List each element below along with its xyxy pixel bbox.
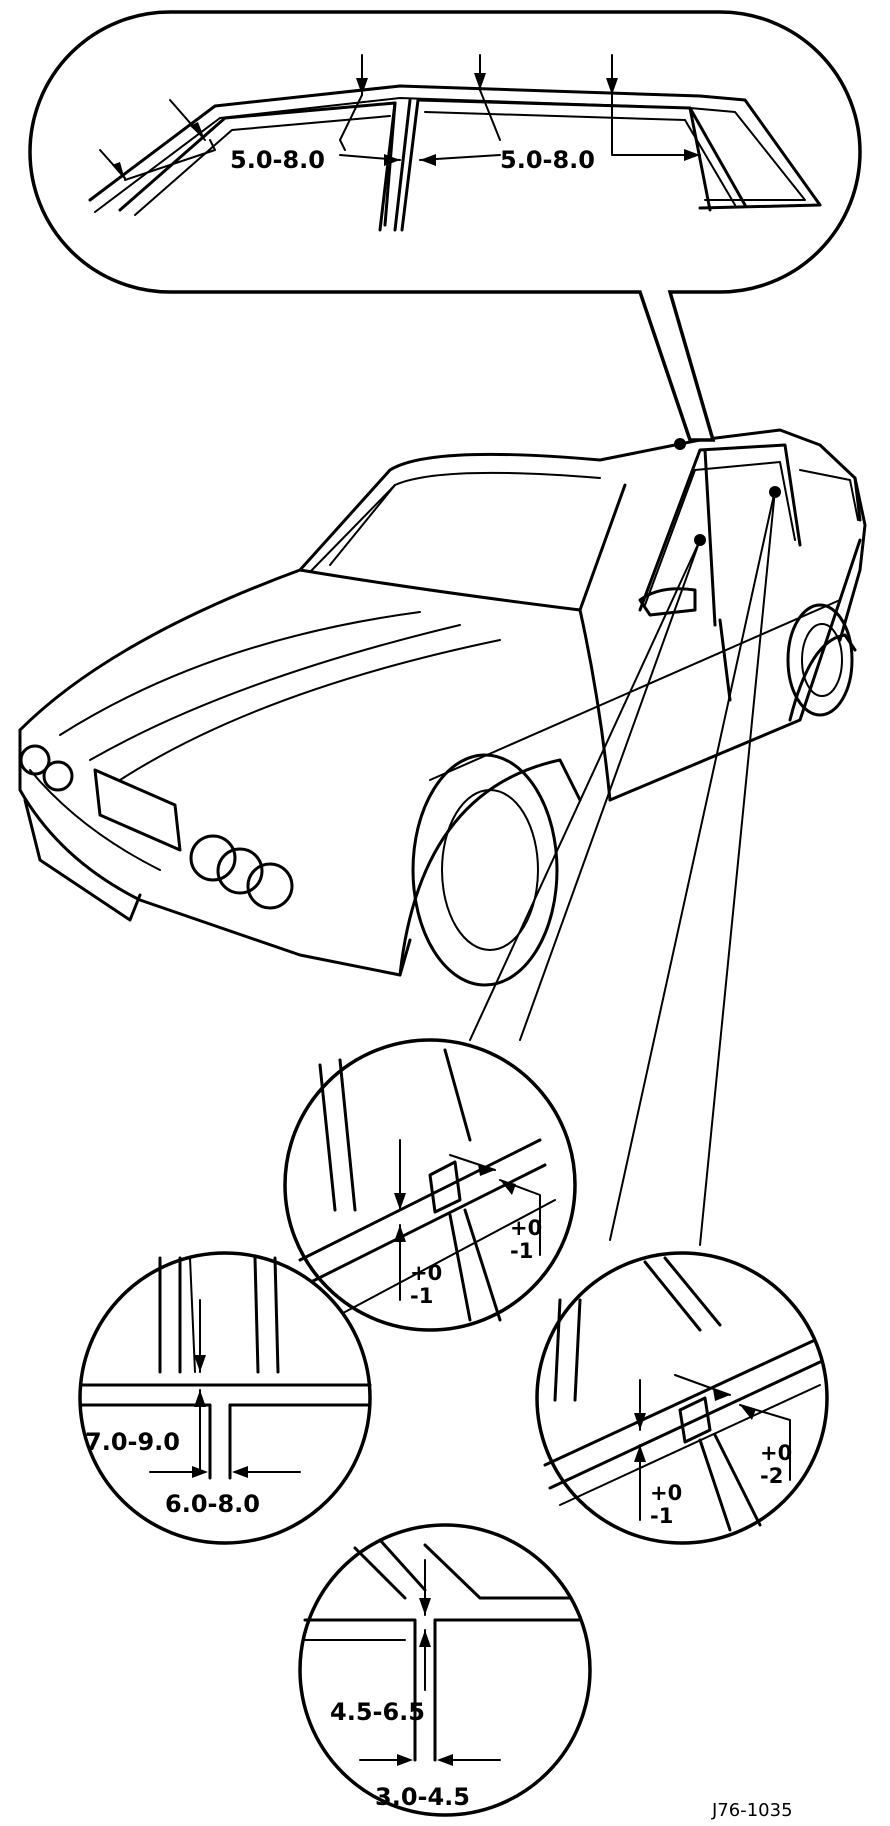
b-pillar-detail: +0 -1 +0 -1 xyxy=(283,1038,577,1332)
gap-right-label: 5.0-8.0 xyxy=(500,146,595,174)
rear-joint-detail: 4.5-6.5 3.0-4.5 xyxy=(298,1523,592,1817)
gap-left-label: 5.0-8.0 xyxy=(230,146,325,174)
c-pillar-flush-plus: +0 xyxy=(650,1481,682,1505)
c-pillar-flush-minus: -1 xyxy=(650,1504,673,1528)
b-pillar-step-minus: -1 xyxy=(510,1239,533,1263)
front-joint-detail: 7.0-9.0 6.0-8.0 xyxy=(78,1251,372,1545)
car-illustration xyxy=(18,428,867,987)
b-pillar-flush-minus: -1 xyxy=(410,1284,433,1308)
reference-number: J76-1035 xyxy=(711,1800,793,1821)
b-pillar-step-plus: +0 xyxy=(510,1216,542,1240)
c-pillar-detail: +0 -2 +0 -1 xyxy=(535,1251,829,1545)
front-joint-gap-label: 6.0-8.0 xyxy=(165,1490,260,1518)
c-pillar-step-plus: +0 xyxy=(760,1441,792,1465)
rear-joint-gap-label: 3.0-4.5 xyxy=(375,1783,470,1811)
detail-leader-lines xyxy=(469,438,781,1246)
front-joint-height-label: 7.0-9.0 xyxy=(85,1428,180,1456)
top-detail-callout: 5.0-8.0 5.0-8.0 xyxy=(28,10,862,442)
b-pillar-flush-plus: +0 xyxy=(410,1261,442,1285)
c-pillar-step-minus: -2 xyxy=(760,1464,783,1488)
rear-joint-height-label: 4.5-6.5 xyxy=(330,1698,425,1726)
